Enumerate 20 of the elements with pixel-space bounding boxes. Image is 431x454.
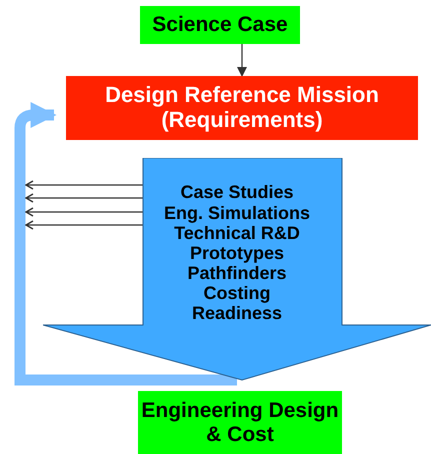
title-box: [140, 6, 300, 44]
box-label: Science Case: [152, 13, 288, 37]
box-label: Engineering Design & Cost: [140, 398, 340, 446]
requirements-box: [66, 76, 418, 140]
result-box: [138, 391, 342, 454]
list-item: Prototypes: [190, 242, 284, 264]
list-item: Readiness: [192, 303, 282, 324]
list-item: Case Studies: [180, 182, 294, 203]
arrow: [25, 193, 143, 203]
arrow: [25, 207, 143, 217]
list-item: Pathfinders: [187, 263, 287, 284]
arrow: [25, 220, 143, 230]
arrow: [237, 44, 247, 77]
list-item: Technical R&D: [174, 222, 300, 243]
feedback-arrow: [14, 102, 237, 386]
box-label: (Requirements): [161, 108, 323, 133]
list-item: Costing: [204, 283, 270, 304]
list-item: Eng. Simulations: [164, 202, 310, 223]
box-label: Design Reference Mission: [105, 83, 379, 108]
arrow: [25, 180, 143, 190]
